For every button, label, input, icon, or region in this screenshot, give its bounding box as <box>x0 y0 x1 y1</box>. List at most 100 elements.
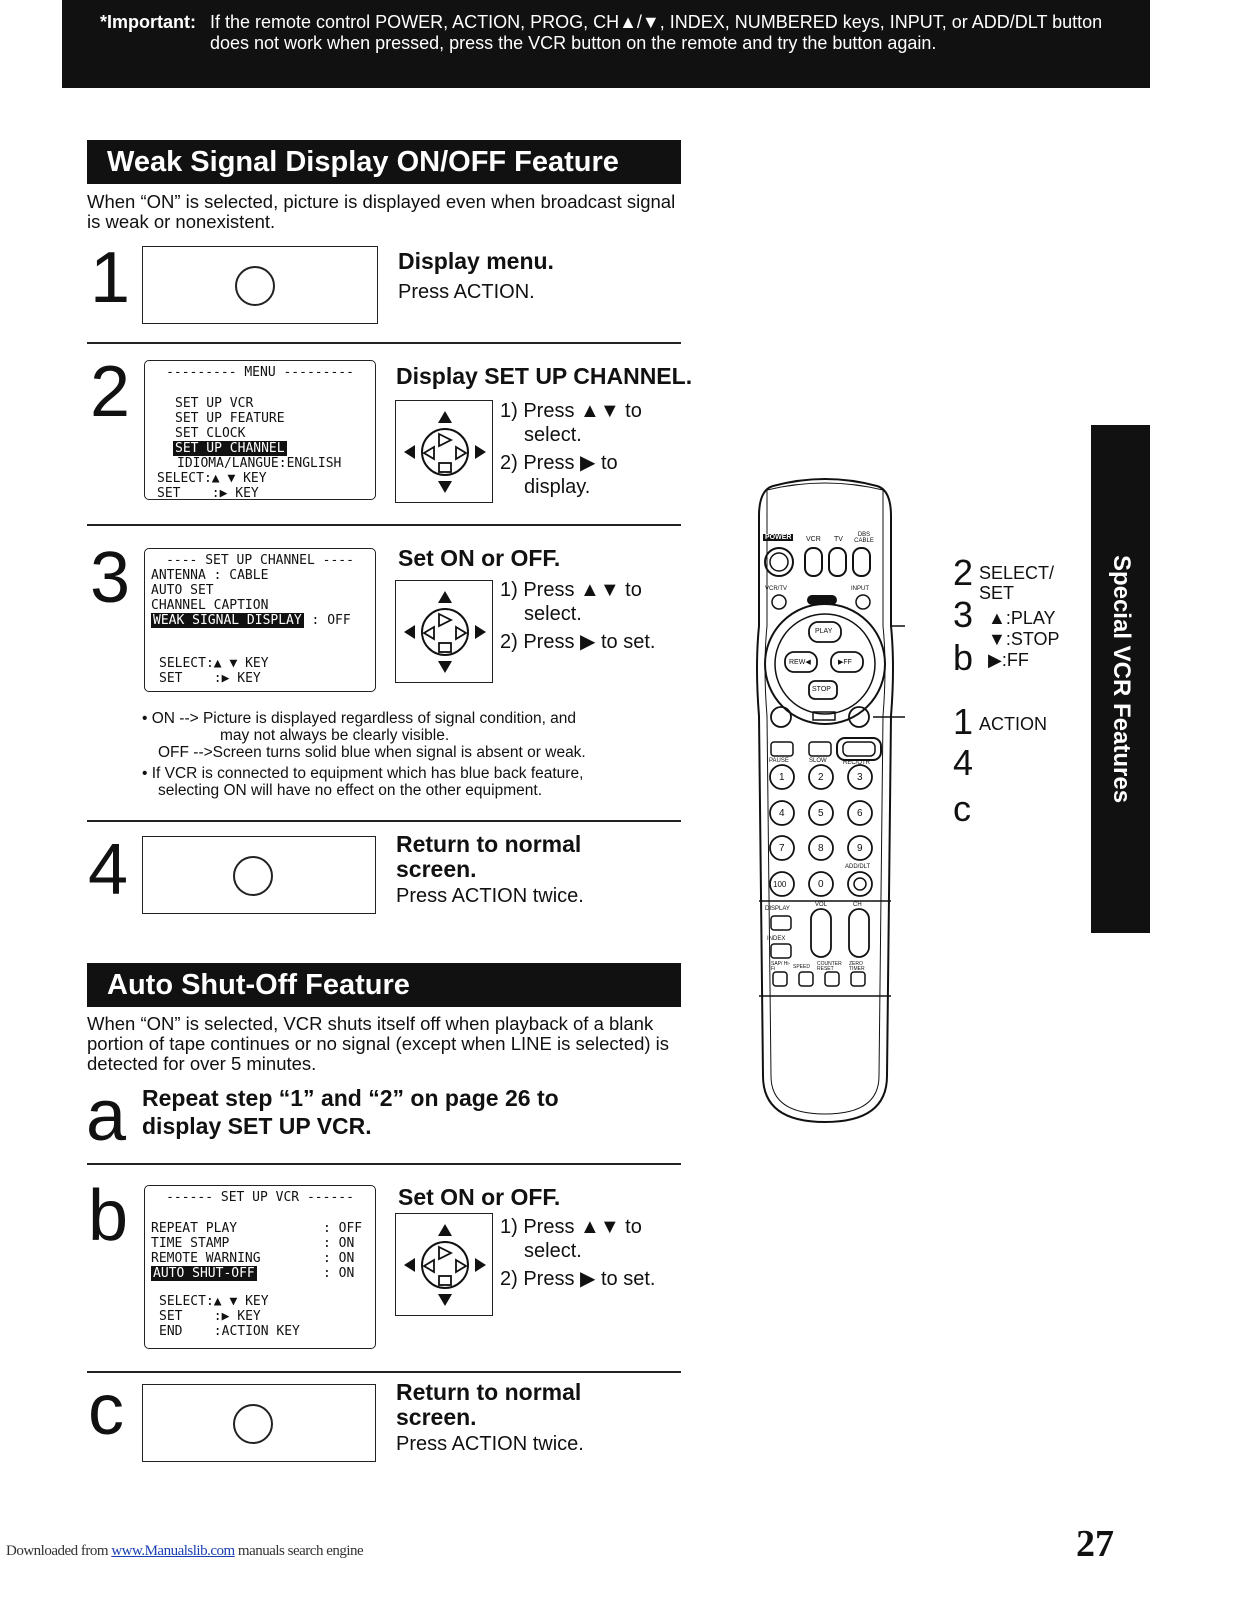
step-4-text: Press ACTION twice. <box>396 885 584 907</box>
step-2-title: Display SET UP CHANNEL. <box>396 363 693 389</box>
input-button: INPUT <box>851 586 869 592</box>
footer-prefix: Downloaded from <box>6 1543 112 1559</box>
num-8: 8 <box>818 843 824 854</box>
osd-item: ANTENNA : CABLE <box>151 568 269 583</box>
manualslib-link[interactable]: www.Manualslib.com <box>111 1543 235 1559</box>
display-button: DISPLAY <box>765 906 790 912</box>
note-line: • ON --> Picture is displayed regardless… <box>142 710 577 727</box>
num-4: 4 <box>779 808 785 819</box>
osd-value: : ON <box>323 1236 355 1251</box>
ch-label: CH <box>853 902 862 908</box>
remote-outline <box>756 478 905 1124</box>
osd-item: REPEAT PLAY <box>151 1221 238 1236</box>
step-c-title-line1: Return to normal <box>396 1379 582 1405</box>
action-button-icon <box>233 1404 273 1444</box>
note-line: may not always be clearly visible. <box>220 727 450 744</box>
remote-control-illustration: POWER VCR TV DBS CABLE VCR/TV INPUT PLAY… <box>745 476 905 1126</box>
num-5: 5 <box>818 808 824 819</box>
osd-item: IDIOMA/LANGUE:ENGLISH <box>177 456 342 471</box>
osd-item: SET UP FEATURE <box>175 411 285 426</box>
action-button-icon <box>235 266 275 306</box>
stop-button: STOP <box>812 686 831 693</box>
osd-value: : ON <box>323 1251 355 1266</box>
step-a-text-line2: display SET UP VCR. <box>142 1113 372 1139</box>
footer-suffix: manuals search engine <box>234 1543 364 1559</box>
instruction-line: 1) Press ▲▼ to <box>500 400 642 422</box>
tv-screen-step-c <box>142 1384 376 1462</box>
osd-end-hint: END :ACTION KEY <box>159 1324 300 1339</box>
pause-button: PAUSE <box>769 758 789 764</box>
num-7: 7 <box>779 843 785 854</box>
vcr-button: VCR <box>806 536 821 543</box>
num-1: 1 <box>779 772 785 783</box>
important-text: If the remote control POWER, ACTION, PRO… <box>210 12 1103 53</box>
weak-signal-intro: When “ON” is selected, picture is displa… <box>87 191 676 232</box>
rec-otr-button: REC/OTR <box>843 760 870 766</box>
num-9: 9 <box>857 843 863 854</box>
auto-shutoff-intro: When “ON” is selected, VCR shuts itself … <box>87 1013 670 1074</box>
osd-select-hint: SELECT:▲ ▼ KEY <box>159 656 269 671</box>
instruction-line: 2) Press ▶ to <box>500 452 618 474</box>
step-1-text: Press ACTION. <box>398 281 535 303</box>
important-notice: *Important: If the remote control POWER,… <box>62 0 1150 88</box>
joystick-icon <box>404 411 486 493</box>
instruction-line: select. <box>524 1240 582 1262</box>
tv-screen-step-1 <box>142 246 378 324</box>
instruction-line: 2) Press ▶ to set. <box>500 631 656 653</box>
osd-value: : OFF <box>311 613 351 628</box>
num-0: 0 <box>818 879 824 890</box>
osd-highlight: SET UP CHANNEL <box>173 441 287 456</box>
step-3-title: Set ON or OFF. <box>398 545 561 571</box>
instruction-line: select. <box>524 424 582 446</box>
control-pad-diagram <box>395 1213 493 1316</box>
remote-label-c: c <box>953 788 971 829</box>
step-1-title: Display menu. <box>398 248 554 274</box>
remote-label-b-text: ▶:FF <box>988 650 1029 670</box>
joystick-icon <box>404 1224 486 1306</box>
note-line: selecting ON will have no effect on the … <box>158 782 542 799</box>
footer-source: Downloaded from www.Manualslib.com manua… <box>6 1543 364 1560</box>
num-6: 6 <box>857 808 863 819</box>
osd-select-hint: SELECT:▲ ▼ KEY <box>159 1294 269 1309</box>
divider <box>87 1371 681 1373</box>
counter-reset-button: COUNTER RESET <box>817 961 842 972</box>
step-c-letter: c <box>88 1370 124 1450</box>
control-pad-diagram <box>395 400 493 503</box>
zero-timer-button: ZERO TIMER <box>849 961 865 972</box>
joystick-icon <box>404 591 486 673</box>
remote-label-1: 1 <box>953 701 974 742</box>
power-button: POWER <box>763 534 794 541</box>
page-number: 27 <box>1076 1523 1114 1565</box>
osd-value: : ON <box>323 1266 355 1281</box>
osd-set-up-vcr: ------ SET UP VCR ------ REPEAT PLAY: OF… <box>144 1185 376 1349</box>
remote-label-2: 2 <box>953 552 974 593</box>
instruction-line: select. <box>524 603 582 625</box>
divider <box>87 1163 681 1165</box>
sap-hifi-button: SAP/ Hi-Fi <box>771 961 791 972</box>
instruction-line: display. <box>524 476 591 498</box>
osd-item: SET UP VCR <box>175 396 254 411</box>
control-pad-diagram <box>395 580 493 683</box>
osd-title: --------- MENU --------- <box>166 365 354 380</box>
note-line: • If VCR is connected to equipment which… <box>142 765 584 782</box>
osd-title: ------ SET UP VCR ------ <box>166 1190 354 1205</box>
instruction-line: 1) Press ▲▼ to <box>500 1216 642 1238</box>
step-3-instructions: 1) Press ▲▼ to select. 2) Press ▶ to set… <box>500 578 655 654</box>
speed-button: SPEED <box>793 964 810 970</box>
ff-button: ▶FF <box>838 659 852 666</box>
vol-label: VOL <box>815 902 828 908</box>
tv-screen-step-4 <box>142 836 376 914</box>
remote-label-b: b <box>953 637 974 678</box>
osd-set-up-channel: ---- SET UP CHANNEL ---- ANTENNA : CABLE… <box>144 548 376 692</box>
osd-item: AUTO SET <box>151 583 214 598</box>
remote-label-3: 3 <box>953 594 974 635</box>
osd-item: CHANNEL CAPTION <box>151 598 269 613</box>
remote-label-4: 4 <box>953 742 974 783</box>
num-2: 2 <box>818 772 824 783</box>
section-side-tab: Special VCR Features <box>1091 425 1150 933</box>
play-button: PLAY <box>815 628 833 635</box>
instruction-line: 2) Press ▶ to set. <box>500 1268 656 1290</box>
step-1-number: 1 <box>90 238 131 318</box>
osd-set-hint: SET :▶ KEY <box>157 486 259 501</box>
num-3: 3 <box>857 772 863 783</box>
